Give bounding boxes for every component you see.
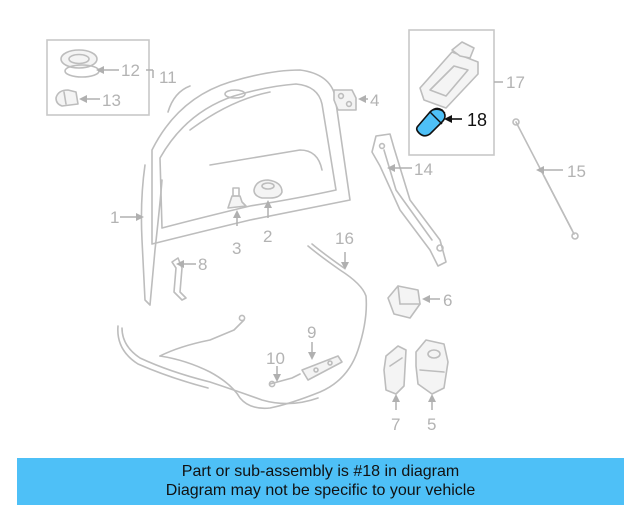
part-2-bump-stop[interactable] (253, 179, 283, 199)
part-4-bracket[interactable] (333, 89, 357, 111)
callout-6: 6 (443, 291, 452, 310)
banner-line-2: Diagram may not be specific to your vehi… (165, 482, 476, 499)
callout-8: 8 (198, 255, 207, 274)
parts-diagram: 12 11 13 1 4 17 (46, 29, 586, 434)
callout-4: 4 (370, 91, 379, 110)
callout-18: 18 (467, 110, 487, 130)
banner-line-1: Part or sub-assembly is #18 in diagram (181, 463, 460, 480)
callout-14: 14 (414, 160, 433, 179)
part-1-trunk-lid[interactable] (140, 69, 351, 306)
callout-5: 5 (427, 415, 436, 434)
part-10-release-cable[interactable] (117, 314, 319, 405)
part-5-lock-actuator[interactable] (415, 339, 449, 395)
part-14-hinge[interactable] (371, 133, 447, 267)
part-15-gas-strut[interactable] (512, 118, 579, 240)
callout-2: 2 (263, 227, 272, 246)
callout-16: 16 (335, 229, 354, 248)
callout-7: 7 (391, 415, 400, 434)
callout-15: 15 (567, 162, 586, 181)
part-9-latch[interactable] (301, 355, 343, 381)
part-16-cable[interactable] (159, 243, 368, 410)
callout-10: 10 (266, 349, 285, 368)
part-3-buffer[interactable] (227, 187, 247, 209)
part-6-bumper-block[interactable] (387, 285, 421, 319)
group-box-11 (46, 39, 150, 116)
callout-3: 3 (232, 239, 241, 258)
callout-13: 13 (102, 91, 121, 110)
callout-1: 1 (110, 208, 119, 227)
part-12-seal[interactable] (60, 49, 100, 78)
callout-17: 17 (506, 73, 525, 92)
group-box-17 (408, 29, 495, 156)
info-banner: Part or sub-assembly is #18 in diagram D… (17, 458, 624, 505)
callout-12: 12 (121, 61, 140, 80)
callout-9: 9 (307, 323, 316, 342)
part-8-clip[interactable] (171, 257, 187, 301)
part-17-lamp-housing[interactable] (419, 41, 479, 109)
part-18-bulb-highlighted[interactable] (415, 107, 446, 137)
callout-11: 11 (159, 68, 177, 87)
part-13-socket[interactable] (55, 89, 79, 107)
part-7-striker[interactable] (383, 345, 407, 395)
